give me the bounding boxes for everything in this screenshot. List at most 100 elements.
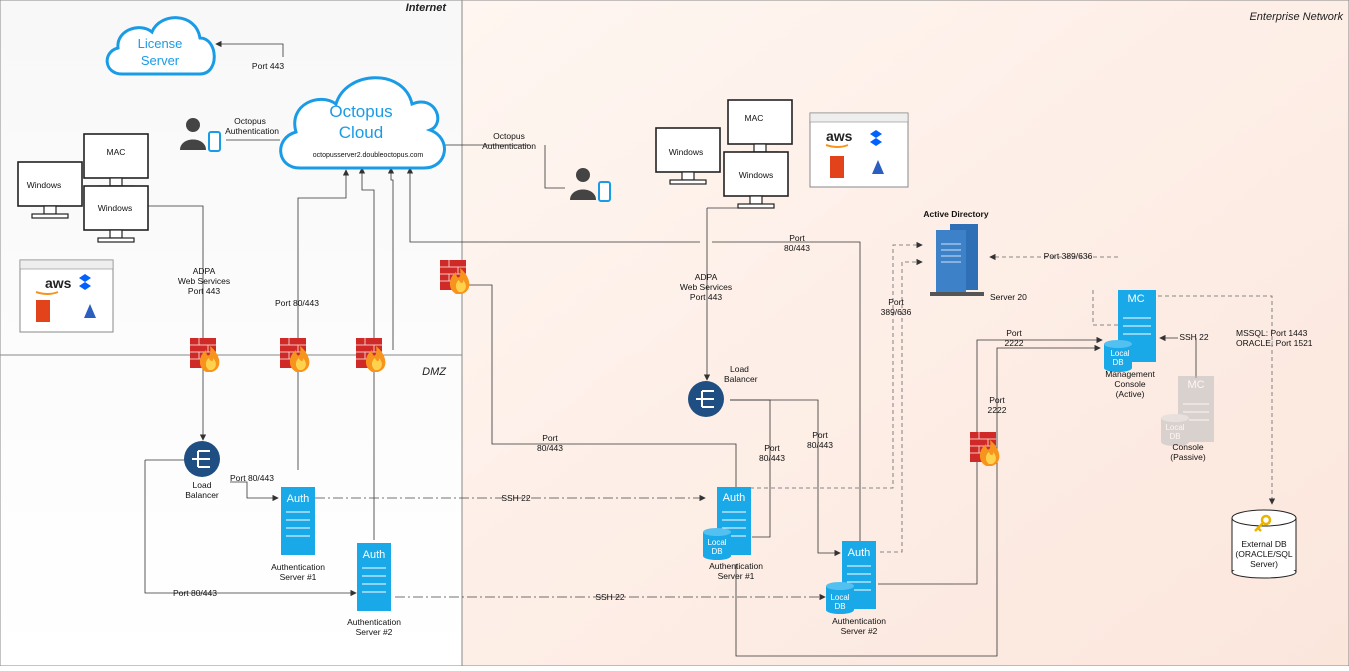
auth-label: Auth [848, 547, 871, 559]
external-db: External DB (ORACLE/SQL Server) [1231, 509, 1297, 579]
license-line2: Server [141, 53, 180, 68]
local-label: Local [707, 538, 726, 547]
auth-label: Auth [287, 493, 310, 505]
atlassian-icon [84, 304, 96, 318]
port-label: 80/443 [759, 453, 785, 463]
zone-enterprise-label: Enterprise Network [1249, 11, 1343, 23]
atlassian-icon [872, 160, 884, 174]
auth-caption-1: Authentication [709, 561, 763, 571]
mc-label: MC [1127, 293, 1144, 305]
port-labels: Port 443 Octopus Authentication Octopus … [173, 61, 1313, 602]
mc-caption-1: Management [1105, 369, 1155, 379]
windows-label: Windows [739, 170, 773, 180]
windows-client-right-2: Windows [723, 151, 789, 209]
auth-caption-1: Authentication [271, 562, 325, 572]
port-label: 80/443 [537, 443, 563, 453]
auth-caption-2: Server #1 [718, 571, 755, 581]
zone-internet-label: Internet [406, 2, 448, 14]
mc-passive-caption-1: Console [1172, 442, 1203, 452]
dmz-auth-server-1: Auth Authentication Server #1 [271, 487, 325, 582]
port-label: 389/636 [881, 307, 912, 317]
octopus-line2: Cloud [339, 123, 383, 142]
port-label: 2222 [988, 405, 1007, 415]
aws-logo-icon: aws [45, 275, 72, 291]
zone-dmz-label: DMZ [422, 366, 447, 378]
mc-passive-caption-2: (Passive) [1170, 452, 1206, 462]
auth-caption-1: Authentication [347, 617, 401, 627]
load-balancer-dmz: Load Balancer [184, 441, 220, 500]
auth-caption-1: Authentication [832, 616, 886, 626]
dropbox-icon [79, 274, 91, 290]
ext-db-caption-3: Server) [1250, 559, 1278, 569]
port-label: Authentication [482, 141, 536, 151]
local-label: Local [1165, 423, 1184, 432]
enterprise-zone [461, 0, 1349, 667]
port-label: SSH 22 [501, 493, 531, 503]
windows-client-right-1: Windows [655, 127, 721, 185]
port-label: Port [812, 430, 828, 440]
port-label: Octopus [493, 131, 525, 141]
port-label: 80/443 [807, 440, 833, 450]
port-label: Port 443 [252, 61, 284, 71]
dmz-auth-server-2: Auth Authentication Server #2 [347, 543, 401, 637]
port-label: Port 80/443 [230, 473, 274, 483]
mc-caption-3: (Active) [1116, 389, 1145, 399]
db-label: DB [1169, 432, 1180, 441]
port-label: SSH 22 [595, 592, 625, 602]
db-label: DB [711, 547, 722, 556]
port-label: Port 389/636 [1044, 251, 1093, 261]
port-label: Octopus [234, 116, 266, 126]
port-label: Port [542, 433, 558, 443]
mc-caption-2: Console [1114, 379, 1145, 389]
auth-caption-2: Server #2 [356, 627, 393, 637]
mac-client-left: MAC [83, 133, 149, 191]
port-label: Web Services [178, 276, 230, 286]
license-server-cloud: License Server [105, 16, 216, 76]
lb-label-2: Balancer [724, 374, 758, 384]
octopus-cloud: Octopus Cloud octopusserver2.doubleoctop… [279, 76, 446, 170]
ssh-connectors [315, 494, 826, 601]
firewall-icon [189, 337, 220, 373]
active-directory-server: Active Directory Server 20 [923, 209, 1027, 302]
port-label: Port [764, 443, 780, 453]
windows-client-left-2: Windows [83, 185, 149, 243]
port-label: SSH 22 [1179, 332, 1209, 342]
port-label: MSSQL: Port 1443 [1236, 328, 1308, 338]
firewall-icon [279, 337, 310, 373]
windows-client-left-1: Windows [17, 161, 83, 219]
office-icon [36, 300, 50, 322]
enterprise-auth-server-1: Auth Local DB Authentication Server #1 [703, 487, 763, 581]
port-label: Port [888, 297, 904, 307]
management-console-active: MC Local DB Management Console (Active) [1104, 290, 1156, 399]
port-label: Port 80/443 [173, 588, 217, 598]
management-console-passive: MC Local DB [1161, 376, 1214, 446]
port-label: Port [789, 233, 805, 243]
ext-db-caption-2: (ORACLE/SQL [1235, 549, 1292, 559]
apps-panel-left: aws [19, 259, 114, 333]
windows-label: Windows [27, 180, 61, 190]
port-label: ADPA [193, 266, 216, 276]
server-20-label: Server 20 [990, 292, 1027, 302]
db-label: DB [834, 602, 845, 611]
load-balancer-enterprise: Load Balancer [688, 364, 758, 417]
port-label: Authentication [225, 126, 279, 136]
port-label: ORACLE: Port 1521 [1236, 338, 1313, 348]
port-label: ADPA [695, 272, 718, 282]
mac-client-right: MAC [727, 99, 793, 157]
office-icon [830, 156, 844, 178]
octopus-host: octopusserver2.doubleoctopus.com [313, 152, 424, 159]
apps-panel-right: aws [809, 112, 909, 188]
port-label: Port [1006, 328, 1022, 338]
port-label: 2222 [1005, 338, 1024, 348]
ldap-connectors [750, 241, 1276, 553]
dropbox-icon [870, 130, 882, 146]
octopus-line1: Octopus [329, 102, 392, 121]
port-label: Web Services [680, 282, 732, 292]
connectors [144, 40, 1197, 657]
auth-caption-2: Server #1 [280, 572, 317, 582]
license-line1: License [138, 36, 183, 51]
local-label: Local [830, 593, 849, 602]
firewall-icon [969, 431, 1000, 467]
key-icon [1254, 514, 1272, 532]
